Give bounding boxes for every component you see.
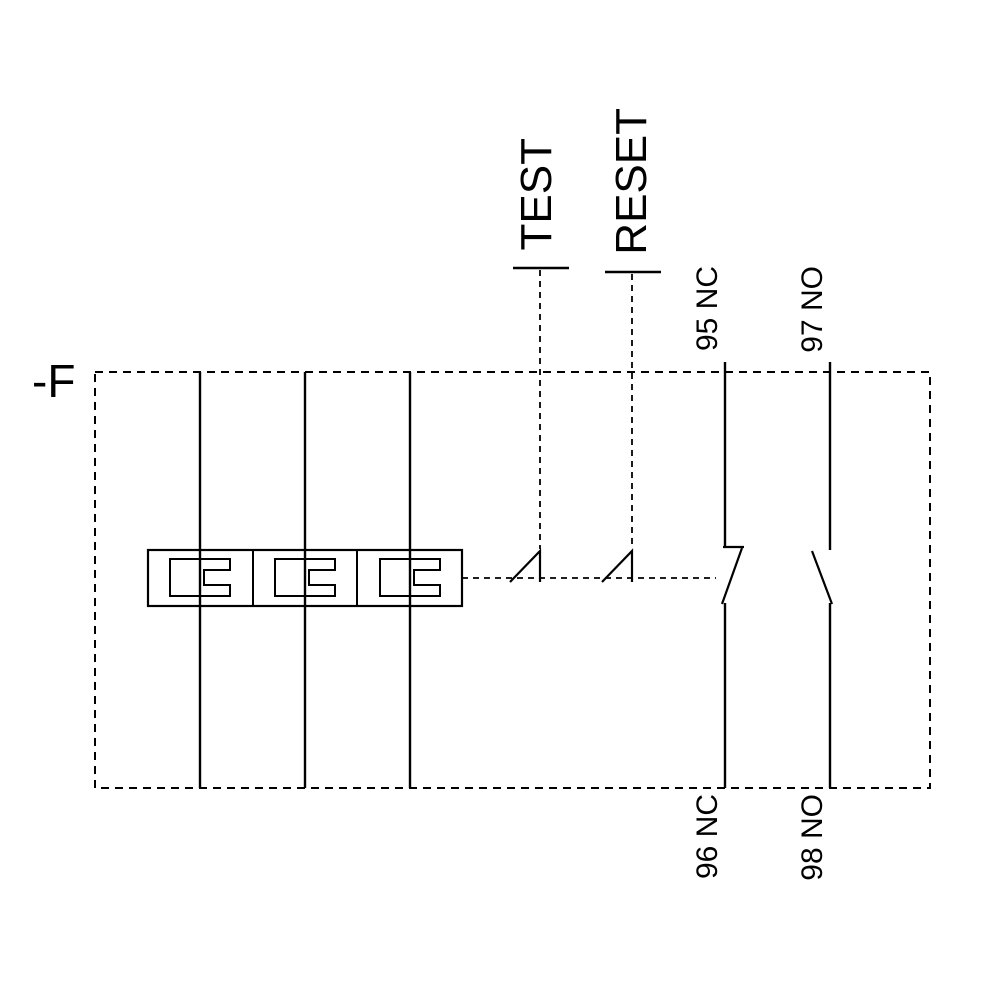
terminal-98-no-label: 98 NO [796,794,829,881]
terminal-96-nc-label: 96 NC [691,794,724,880]
heater-element-symbol-3 [379,558,441,597]
test-button-label: TEST [512,138,561,251]
heater-element-symbol-1 [169,558,231,597]
reset-button-label: RESET [607,108,656,255]
diagram-linework [94,266,931,789]
no-contact-blade [810,550,834,605]
terminal-97-no-label: 97 NO [796,266,829,353]
relay-enclosure-dashed-box [94,371,931,789]
terminal-95-nc-label: 95 NC [691,266,724,352]
test-actuator-arrow [509,548,542,583]
reset-actuator-arrow [601,548,634,583]
nc-contact-blade [720,547,744,605]
device-designator-label: -F [32,355,76,407]
heater-element-symbol-2 [274,558,336,597]
